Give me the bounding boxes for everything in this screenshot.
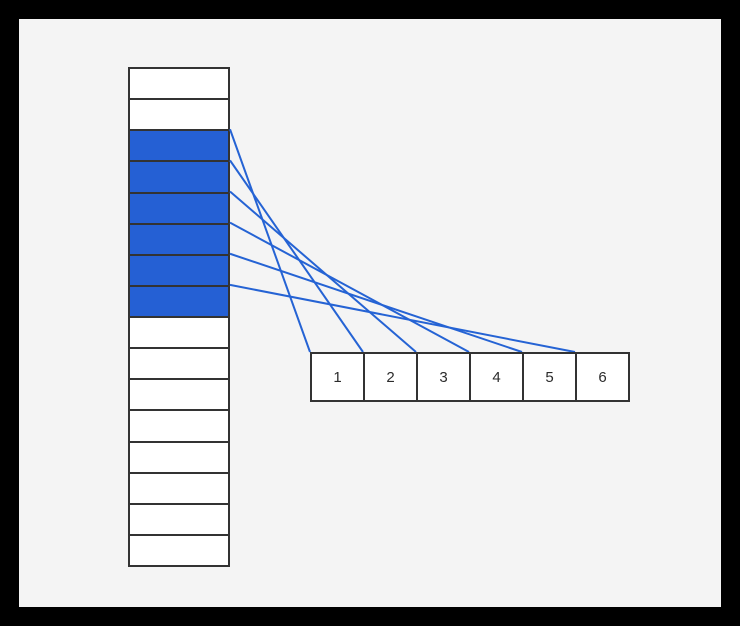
connector-line — [229, 252, 523, 353]
source-cell — [128, 471, 230, 505]
source-cell-selected — [128, 222, 230, 256]
source-cell — [128, 67, 230, 101]
source-cell — [128, 378, 230, 412]
connector-line — [229, 159, 364, 353]
result-cell: 1 — [310, 352, 365, 402]
connector-line — [229, 190, 417, 353]
source-cell — [128, 502, 230, 536]
result-cell: 2 — [363, 352, 418, 402]
result-cell: 6 — [575, 352, 630, 402]
source-cell — [128, 347, 230, 381]
result-cell: 3 — [416, 352, 471, 402]
source-cell — [128, 316, 230, 350]
source-cell — [128, 409, 230, 443]
source-cell-selected — [128, 191, 230, 225]
source-cell-selected — [128, 253, 230, 287]
connector-lines — [229, 128, 576, 353]
result-cell: 5 — [522, 352, 577, 402]
source-cell — [128, 440, 230, 474]
connector-line — [229, 128, 311, 353]
connector-line — [229, 221, 470, 353]
source-array-column — [128, 67, 230, 567]
result-cell: 4 — [469, 352, 524, 402]
source-cell-selected — [128, 160, 230, 194]
source-cell-selected — [128, 284, 230, 318]
source-cell — [128, 533, 230, 567]
connector-line — [229, 283, 576, 353]
source-cell — [128, 98, 230, 132]
source-cell-selected — [128, 129, 230, 163]
